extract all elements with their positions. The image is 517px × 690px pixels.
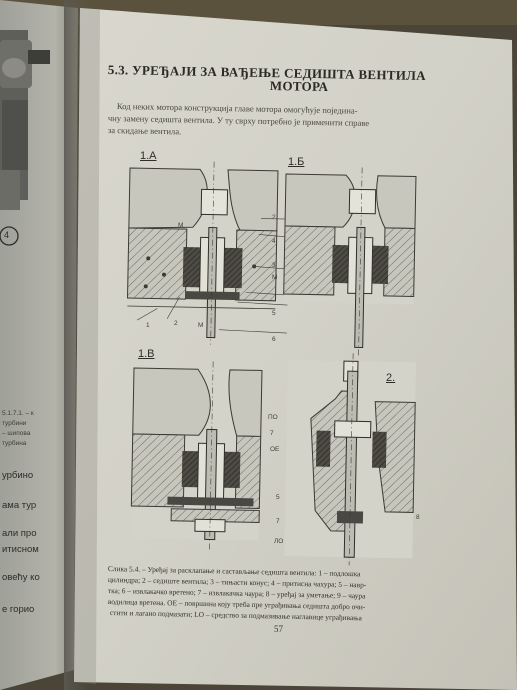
figure-1v bbox=[130, 361, 263, 552]
left-page-fragment: овећу ко bbox=[2, 572, 40, 583]
left-page-fragment: ама тур bbox=[2, 500, 37, 511]
left-page-fragment: итисном bbox=[2, 544, 39, 555]
figure-label-2: 2. bbox=[386, 372, 396, 384]
figure-2 bbox=[284, 353, 416, 566]
callout: 5 bbox=[276, 494, 280, 501]
callout: ЛО bbox=[274, 538, 284, 545]
left-page-fragment: е горио bbox=[2, 604, 35, 615]
left-page-fragment: 5.1.7.1. – к bbox=[2, 410, 34, 417]
page-number: 57 bbox=[274, 624, 283, 634]
figure-label-1b: 1.Б bbox=[288, 156, 305, 168]
callout: 7 bbox=[270, 430, 274, 437]
intro-line-3: за скидање вентила. bbox=[107, 125, 182, 137]
callout: 7 bbox=[276, 518, 280, 525]
figure-1b bbox=[283, 167, 417, 356]
callout: 1 bbox=[146, 322, 150, 329]
left-page-fragment: турбини bbox=[2, 420, 27, 427]
callout: М bbox=[178, 222, 184, 229]
callout: 4 bbox=[272, 238, 276, 245]
left-page-fragment: – шипова bbox=[2, 430, 31, 437]
left-page-fragment: урбино bbox=[2, 470, 34, 481]
callout: ПО bbox=[268, 414, 278, 421]
callout: М bbox=[198, 322, 204, 329]
callout: М bbox=[272, 274, 278, 281]
section-heading-continuation: МОТОРА bbox=[269, 78, 329, 95]
callout: ОЕ bbox=[270, 446, 280, 453]
left-page-fragment: турбина bbox=[2, 440, 27, 447]
left-page-fragment: али про bbox=[2, 528, 37, 539]
callout: 2 bbox=[174, 320, 178, 327]
figure-1a bbox=[126, 161, 290, 345]
callout: 8 bbox=[416, 514, 420, 521]
left-page-circle-number: 4 bbox=[4, 230, 10, 240]
section-heading: 5.3. УРЕЂАЈИ ЗА ВАЂЕЊЕ СЕДИШТА ВЕНТИЛА bbox=[107, 62, 427, 84]
callout: 2 bbox=[272, 214, 276, 221]
figure-label-1v: 1.В bbox=[138, 348, 155, 360]
engine-photo bbox=[0, 30, 50, 210]
callout: 3 bbox=[272, 262, 276, 269]
callout: 6 bbox=[272, 336, 276, 343]
callout: 5 bbox=[272, 310, 276, 317]
figure-label-1a: 1.А bbox=[140, 150, 157, 162]
